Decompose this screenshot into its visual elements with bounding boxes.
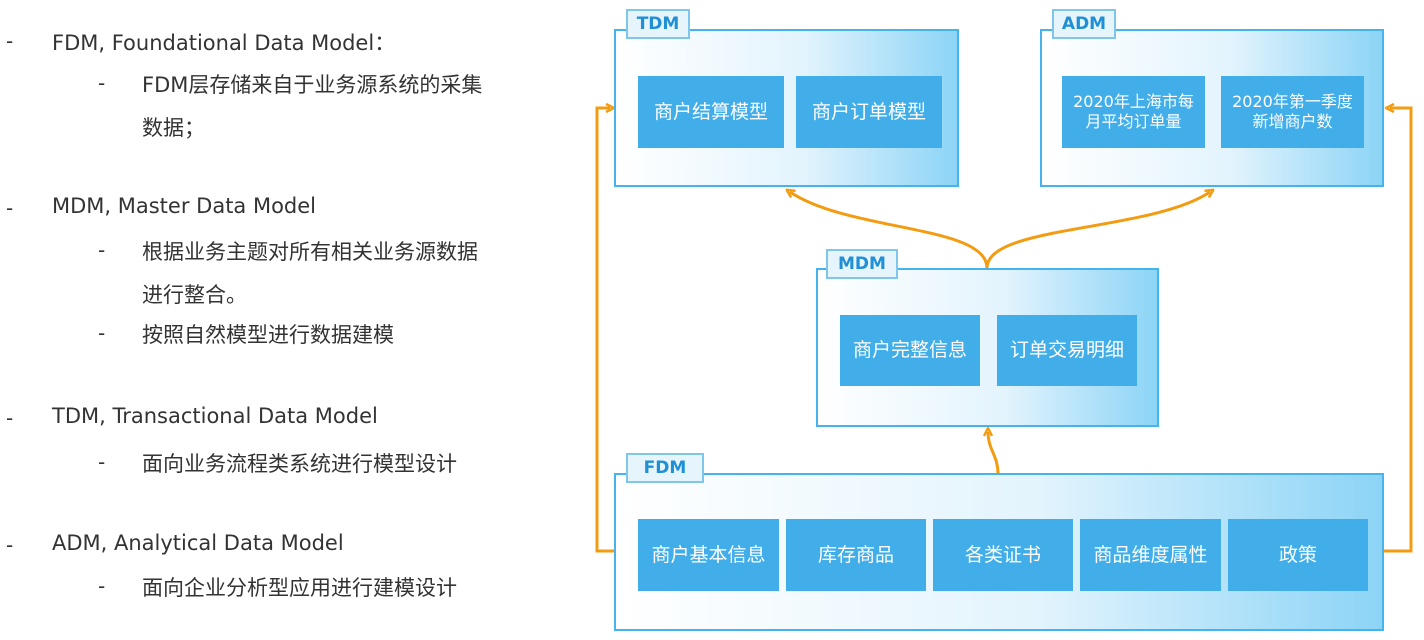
sub-bullet-dash: - — [98, 450, 106, 474]
mdm-tile-order-detail: 订单交易明细 — [997, 315, 1137, 386]
fdm-tile-policy: 政策 — [1228, 519, 1368, 591]
arrow-mdm-to-tdm — [790, 192, 989, 269]
tdm-tag: TDM — [626, 9, 690, 39]
detail-mdm-line3: 按照自然模型进行数据建模 — [142, 323, 394, 347]
fdm-tile-product-attributes: 商品维度属性 — [1080, 519, 1221, 591]
arrow-fdm-to-mdm — [988, 432, 1000, 475]
arrow-fdm-to-adm — [1384, 108, 1413, 553]
tdm-tile-settlement-model: 商户结算模型 — [638, 76, 784, 148]
fdm-tile-certificates: 各类证书 — [933, 519, 1073, 591]
tdm-tile-order-model: 商户订单模型 — [796, 76, 942, 148]
term-fdm: FDM, Foundational Data Model： — [52, 31, 396, 55]
detail-adm-line1: 面向企业分析型应用进行建模设计 — [142, 576, 457, 600]
adm-tile-new-merchants: 2020年第一季度新增商户数 — [1221, 76, 1364, 148]
detail-mdm-line2: 进行整合。 — [142, 283, 247, 307]
sub-bullet-dash: - — [98, 321, 106, 345]
term-tdm: TDM, Transactional Data Model — [52, 404, 378, 428]
bullet-dash: - — [6, 29, 14, 53]
mdm-tile-merchant-info: 商户完整信息 — [840, 315, 980, 386]
fdm-tile-merchant-basic: 商户基本信息 — [638, 519, 779, 591]
term-adm: ADM, Analytical Data Model — [52, 531, 344, 555]
adm-tile-avg-orders: 2020年上海市每月平均订单量 — [1062, 76, 1205, 148]
fdm-tag: FDM — [626, 453, 704, 483]
detail-fdm-line1: FDM层存储来自于业务源系统的采集 — [142, 73, 483, 97]
bullet-dash: - — [6, 406, 14, 430]
bullet-dash: - — [6, 533, 14, 557]
sub-bullet-dash: - — [98, 238, 106, 262]
arrow-fdm-to-tdm — [595, 108, 614, 553]
sub-bullet-dash: - — [98, 71, 106, 95]
detail-tdm-line1: 面向业务流程类系统进行模型设计 — [142, 452, 457, 476]
detail-mdm-line1: 根据业务主题对所有相关业务源数据 — [142, 240, 478, 264]
arrow-mdm-to-adm — [985, 192, 1210, 269]
fdm-tile-inventory: 库存商品 — [786, 519, 926, 591]
detail-fdm-line2: 数据； — [142, 116, 205, 140]
sub-bullet-dash: - — [98, 574, 106, 598]
bullet-dash: - — [6, 196, 14, 220]
term-mdm: MDM, Master Data Model — [52, 194, 317, 218]
mdm-tag: MDM — [826, 249, 898, 279]
adm-tag: ADM — [1052, 9, 1116, 39]
